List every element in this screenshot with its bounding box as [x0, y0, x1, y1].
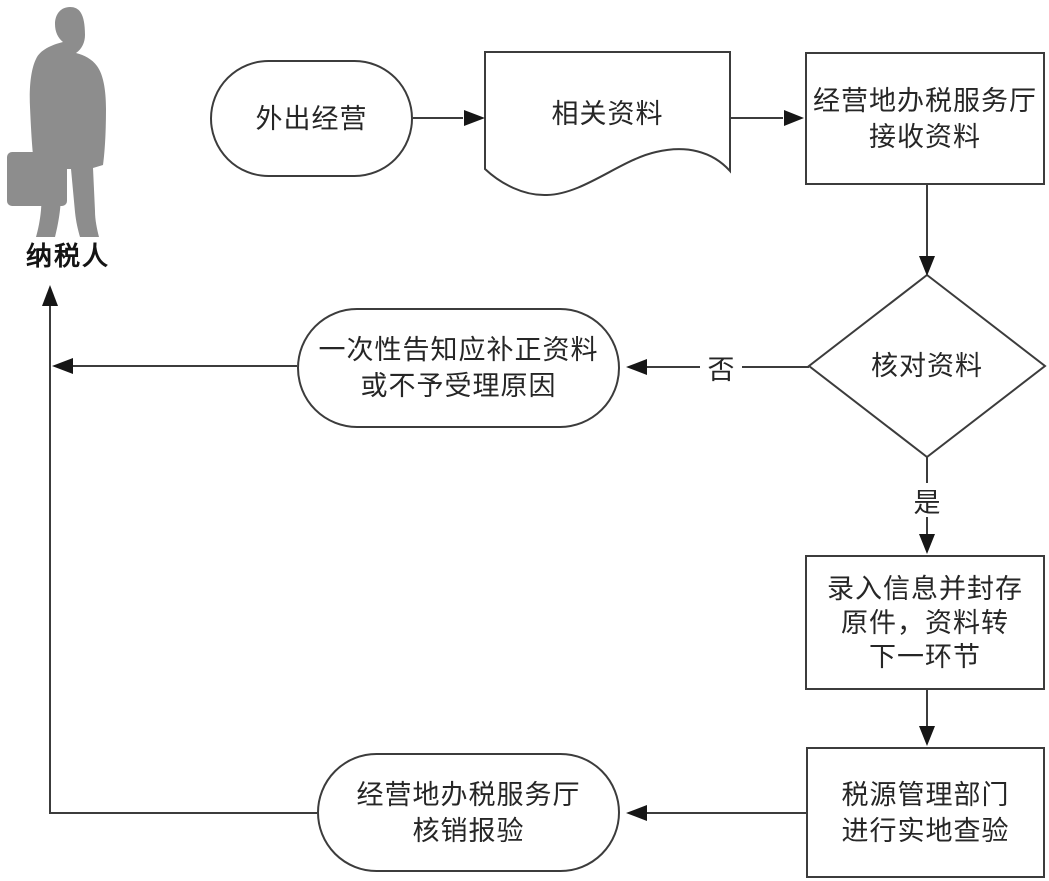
arrow-materials-to-receive: [730, 110, 804, 126]
node-record-line3: 下一环节: [869, 641, 981, 672]
arrow-notify-to-return-line: [52, 358, 297, 374]
node-check: 核对资料: [827, 344, 1027, 388]
taxpayer-icon: [7, 7, 106, 237]
node-notify: 一次性告知应补正资料 或不予受理原因: [297, 308, 620, 428]
node-inspect-line2: 进行实地查验: [841, 815, 1010, 846]
taxpayer-label: 纳税人: [25, 242, 110, 271]
node-writeoff-line2: 核销报验: [412, 815, 525, 846]
node-receive-line2: 接收资料: [869, 121, 981, 152]
node-materials-label: 相关资料: [551, 99, 664, 129]
node-record: 录入信息并封存 原件，资料转 下一环节: [805, 555, 1045, 690]
arrow-inspect-to-writeoff: [626, 805, 806, 821]
node-notify-line1: 一次性告知应补正资料: [318, 335, 599, 365]
arrow-receive-to-check: [919, 185, 935, 276]
arrow-start-to-materials: [413, 110, 485, 126]
node-inspect: 税源管理部门 进行实地查验: [806, 747, 1045, 878]
node-record-line1: 录入信息并封存: [827, 573, 1023, 604]
node-materials: 相关资料: [485, 58, 730, 170]
node-receive: 经营地办税服务厅 接收资料: [805, 52, 1045, 185]
document-shape: [484, 51, 731, 197]
arrow-record-to-inspect: [919, 690, 935, 746]
node-writeoff-line1: 经营地办税服务厅: [356, 779, 581, 810]
node-start: 外出经营: [210, 60, 413, 177]
node-record-line2: 原件，资料转: [841, 607, 1009, 638]
node-notify-line2: 或不予受理原因: [360, 371, 557, 401]
arrow-writeoff-to-taxpayer: [42, 285, 317, 814]
node-inspect-line1: 税源管理部门: [841, 779, 1010, 810]
node-check-label: 核对资料: [871, 351, 983, 381]
node-writeoff: 经营地办税服务厅 核销报验: [317, 753, 620, 872]
node-receive-line1: 经营地办税服务厅: [813, 85, 1037, 116]
branch-label-no: 否: [700, 350, 742, 385]
node-start-label: 外出经营: [255, 103, 368, 134]
branch-label-yes: 是: [906, 483, 948, 518]
